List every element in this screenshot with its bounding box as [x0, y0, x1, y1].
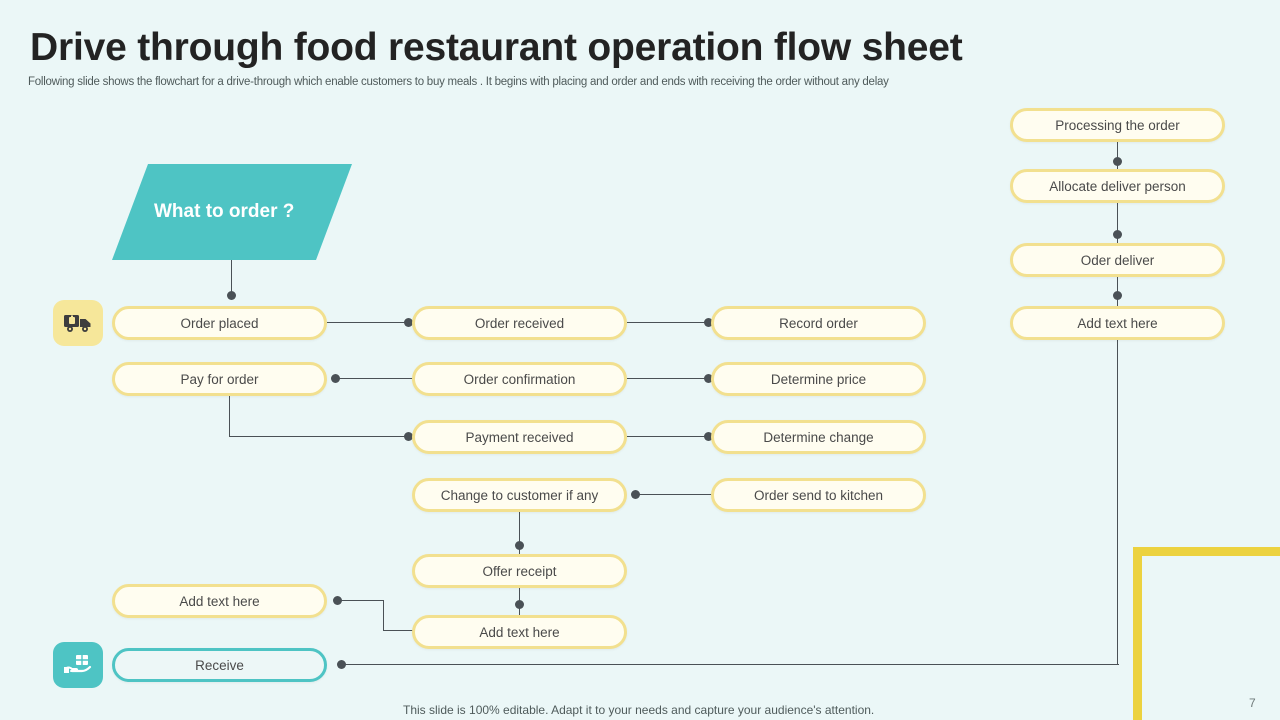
- page-number: 7: [1249, 696, 1256, 710]
- node-offer-receipt[interactable]: Offer receipt: [412, 554, 627, 588]
- node-determine-price[interactable]: Determine price: [711, 362, 926, 396]
- connector-order-confirmation-to-determine-price: [627, 378, 713, 380]
- page-title: Drive through food restaurant operation …: [30, 26, 963, 69]
- connector-pay-for-order-to-order-confirmation: [334, 378, 414, 380]
- connector-dot: [331, 374, 340, 383]
- node-determine-change[interactable]: Determine change: [711, 420, 926, 454]
- connector-dot: [1113, 291, 1122, 300]
- node-record-order[interactable]: Record order: [711, 306, 926, 340]
- connector-change-to-customer-to-order-send-to-kitchen: [634, 494, 714, 496]
- node-label: Pay for order: [180, 371, 259, 387]
- node-label: Order received: [474, 315, 565, 331]
- footer-note: This slide is 100% editable. Adapt it to…: [403, 703, 875, 717]
- hand-package-icon: [53, 642, 103, 688]
- connector-dot: [1113, 230, 1122, 239]
- node-change-to-customer-if-any[interactable]: Change to customer if any: [412, 478, 627, 512]
- node-payment-received[interactable]: Payment received: [412, 420, 627, 454]
- node-pay-for-order[interactable]: Pay for order: [112, 362, 327, 396]
- node-add-text-here-middle[interactable]: Add text here: [412, 615, 627, 649]
- node-receive[interactable]: Receive: [112, 648, 327, 682]
- node-label: Payment received: [465, 429, 574, 445]
- connector-add-text-left-elbow-h1: [336, 600, 384, 602]
- node-label: Record order: [779, 315, 858, 331]
- node-label: Order confirmation: [463, 371, 576, 387]
- connector-dot: [704, 318, 713, 327]
- connector-order-placed-to-order-received: [327, 322, 413, 324]
- node-label: Oder deliver: [1080, 252, 1155, 268]
- node-order-confirmation[interactable]: Order confirmation: [412, 362, 627, 396]
- node-label: Receive: [195, 657, 244, 673]
- node-oder-deliver[interactable]: Oder deliver: [1010, 243, 1225, 277]
- node-label: Determine price: [770, 371, 867, 387]
- connector-dot: [404, 432, 413, 441]
- node-label: Offer receipt: [482, 563, 557, 579]
- node-order-received[interactable]: Order received: [412, 306, 627, 340]
- node-label: Determine change: [763, 429, 874, 445]
- connector-dot: [337, 660, 346, 669]
- connector-allocate-to-oder-deliver: [1117, 203, 1119, 243]
- decision-what-to-order[interactable]: What to order ?: [112, 164, 352, 260]
- connector-dot: [227, 291, 236, 300]
- node-order-placed[interactable]: Order placed: [112, 306, 327, 340]
- node-label: Add text here: [479, 624, 560, 640]
- decision-label: What to order ?: [154, 201, 295, 222]
- connector-dot: [333, 596, 342, 605]
- connector-order-received-to-record-order: [627, 322, 713, 324]
- connector-pay-for-order-elbow-vertical: [229, 395, 231, 437]
- connector-dot: [631, 490, 640, 499]
- connector-dot: [515, 541, 524, 550]
- connector-dot: [704, 432, 713, 441]
- delivery-truck-icon-glyph: [64, 315, 91, 332]
- connector-dot: [1113, 157, 1122, 166]
- connector-add-text-left-elbow-h2: [383, 630, 415, 632]
- connector-change-to-offer-receipt: [519, 511, 521, 555]
- decorative-corner-frame: [1133, 547, 1280, 720]
- node-processing-the-order[interactable]: Processing the order: [1010, 108, 1225, 142]
- connector-right-column-down: [1117, 340, 1119, 665]
- connector-add-text-left-elbow-v: [383, 600, 385, 631]
- connector-receive-to-right-column: [340, 664, 1119, 666]
- hand-package-icon-glyph: [64, 655, 92, 673]
- node-label: Allocate deliver person: [1049, 178, 1186, 194]
- node-allocate-deliver-person[interactable]: Allocate deliver person: [1010, 169, 1225, 203]
- node-add-text-here-left[interactable]: Add text here: [112, 584, 327, 618]
- connector-dot: [515, 600, 524, 609]
- node-label: Add text here: [179, 593, 260, 609]
- connector-payment-received-to-determine-change: [627, 436, 713, 438]
- connector-pay-for-order-elbow-horizontal: [229, 436, 414, 438]
- node-label: Order send to kitchen: [753, 487, 884, 503]
- connector-decision-to-order-placed: [231, 260, 233, 298]
- connector-processing-to-allocate: [1117, 141, 1119, 169]
- node-label: Add text here: [1077, 315, 1158, 331]
- delivery-truck-icon: [53, 300, 103, 346]
- node-label: Order placed: [180, 315, 259, 331]
- node-label: Processing the order: [1055, 117, 1180, 133]
- connector-dot: [404, 318, 413, 327]
- node-add-text-here-right[interactable]: Add text here: [1010, 306, 1225, 340]
- connector-dot: [704, 374, 713, 383]
- page-subtitle: Following slide shows the flowchart for …: [28, 76, 889, 88]
- node-order-send-to-kitchen[interactable]: Order send to kitchen: [711, 478, 926, 512]
- node-label: Change to customer if any: [440, 487, 599, 503]
